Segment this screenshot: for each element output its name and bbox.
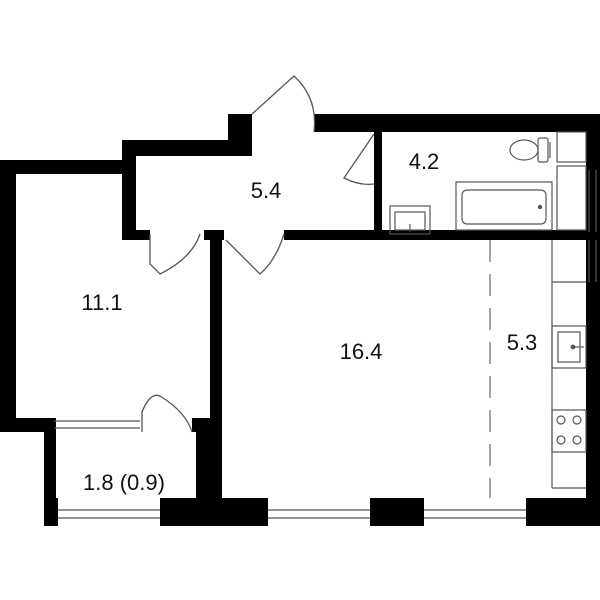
- wall-bottom-b: [160, 498, 268, 526]
- wall-top-right: [314, 114, 600, 132]
- window-balcony: [58, 509, 160, 519]
- window-living-left: [268, 509, 370, 519]
- wall-bedroom-bottom-left: [0, 418, 54, 432]
- wall-corridor-top-left: [122, 140, 240, 156]
- kitchen-counter: [551, 240, 587, 489]
- wall-bedroom-top: [0, 160, 136, 174]
- wall-bathroom-left: [374, 130, 382, 234]
- bedroom-area-label: 11.1: [81, 290, 122, 315]
- door-bedroom: [149, 233, 201, 275]
- wall-bedroom-right: [210, 232, 222, 432]
- wall-bottom-d: [526, 498, 600, 526]
- fixtures: [389, 131, 587, 489]
- wall-corridor-left: [122, 160, 136, 236]
- balcony-area-label: 1.8 (0.9): [83, 470, 165, 495]
- window-right-upper: [588, 170, 597, 232]
- wall-bedroom-right-stub: [204, 230, 224, 240]
- wall-right: [586, 114, 600, 526]
- window-bedroom: [54, 420, 140, 429]
- bathroom-area-label: 4.2: [409, 149, 440, 174]
- wall-bottom-c: [370, 498, 424, 526]
- wall-notch-step: [228, 114, 252, 156]
- toilet: [509, 137, 551, 163]
- wall-left: [0, 160, 16, 432]
- bathroom-sink: [389, 205, 431, 235]
- corridor-area-label: 5.4: [251, 178, 282, 203]
- door-living: [225, 233, 285, 275]
- living-area-label: 16.4: [340, 339, 383, 364]
- kitchen-area-label: 5.3: [507, 330, 538, 355]
- window-living-right: [424, 509, 526, 519]
- bathroom-shelf: [556, 131, 587, 231]
- door-bathroom: [343, 133, 375, 186]
- wall-corridor-bottom-right: [284, 230, 600, 240]
- windows: [54, 170, 597, 519]
- wall-corridor-bottom-left: [122, 230, 150, 240]
- door-entrance: [251, 75, 316, 133]
- door-balcony: [141, 394, 193, 433]
- window-right-lower: [588, 240, 597, 282]
- doors: [141, 75, 375, 433]
- wall-bottom-a: [44, 498, 58, 526]
- bathtub: [455, 181, 553, 231]
- walls: [0, 114, 600, 526]
